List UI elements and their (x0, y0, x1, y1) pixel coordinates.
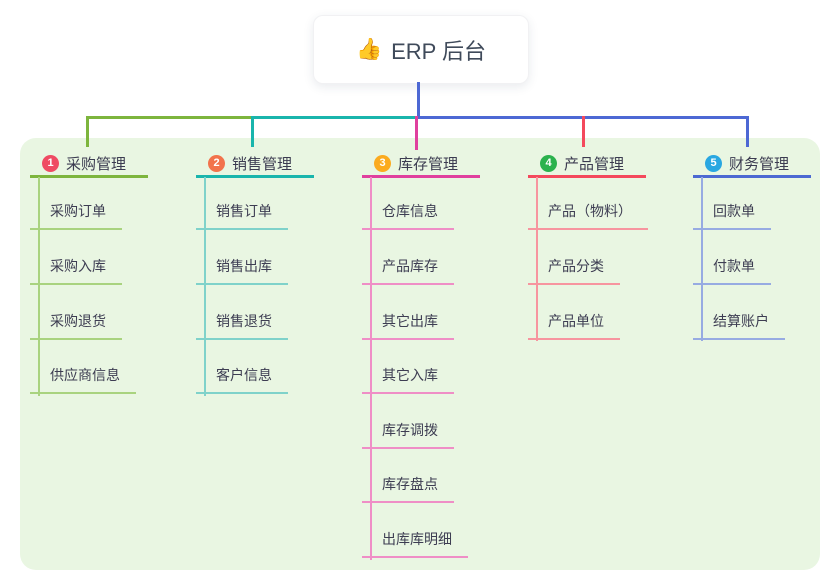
topic-label: 库存管理 (398, 155, 459, 173)
badge-number-2: 2 (208, 154, 225, 172)
subtopic-other-outbound[interactable]: 其它出库 (362, 311, 454, 340)
subtopic-supplier-info[interactable]: 供应商信息 (30, 365, 136, 394)
connector-branch4-drop (582, 116, 585, 147)
subtopic-sales-outbound[interactable]: 销售出库 (196, 256, 288, 285)
branch-product: 4 产品管理 产品（物料） 产品分类 产品单位 (528, 138, 694, 570)
badge-number-1: 1 (42, 154, 59, 172)
branch-inventory: 3 库存管理 仓库信息 产品库存 其它出库 其它入库 库存调拨 库存盘点 出库库… (362, 138, 528, 570)
connector-branch1-horizontal (86, 116, 255, 119)
subtopic-product-category[interactable]: 产品分类 (528, 256, 620, 285)
connector-branch3-drop (415, 116, 418, 150)
thumbs-up-icon: 👍 (355, 38, 383, 61)
subtopic-product-stock[interactable]: 产品库存 (362, 256, 454, 285)
subtopic-warehouse-info[interactable]: 仓库信息 (362, 201, 454, 230)
subtopic-product-unit[interactable]: 产品单位 (528, 311, 620, 340)
root-topic-erp-backend[interactable]: 👍 ERP 后台 (313, 15, 529, 84)
topic-inventory-management[interactable]: 3 库存管理 (362, 148, 480, 178)
badge-number-5: 5 (705, 154, 722, 172)
branch-sales: 2 销售管理 销售订单 销售出库 销售退货 客户信息 (196, 138, 362, 570)
subtopic-outbound-detail[interactable]: 出库库明细 (362, 529, 468, 558)
topic-label: 销售管理 (232, 155, 293, 173)
subtopic-stock-check[interactable]: 库存盘点 (362, 474, 454, 503)
topic-underline (362, 175, 480, 178)
connector-branch1-drop (86, 116, 89, 147)
connector-branch2-drop (251, 116, 254, 147)
branch-spine-line (204, 177, 206, 396)
topic-sales-management[interactable]: 2 销售管理 (196, 148, 314, 178)
subtopic-purchase-order[interactable]: 采购订单 (30, 201, 122, 230)
topic-product-management[interactable]: 4 产品管理 (528, 148, 646, 178)
subtopic-receipt-bill[interactable]: 回款单 (693, 201, 771, 230)
topic-underline (196, 175, 314, 178)
topic-purchase-management[interactable]: 1 采购管理 (30, 148, 148, 178)
badge-number-3: 3 (374, 154, 391, 172)
trunk-connector-line (417, 82, 420, 119)
badge-number-4: 4 (540, 154, 557, 172)
branch-spine-line (38, 177, 40, 396)
topic-finance-management[interactable]: 5 财务管理 (693, 148, 811, 178)
subtopic-other-inbound[interactable]: 其它入库 (362, 365, 454, 394)
topic-underline (528, 175, 646, 178)
topic-label: 财务管理 (729, 155, 790, 173)
subtopic-purchase-inbound[interactable]: 采购入库 (30, 256, 122, 285)
topic-label: 采购管理 (66, 155, 127, 173)
branch-purchase: 1 采购管理 采购订单 采购入库 采购退货 供应商信息 (30, 138, 196, 570)
topic-underline (30, 175, 148, 178)
topic-underline (693, 175, 811, 178)
root-topic-label: ERP 后台 (391, 38, 487, 64)
subtopic-stock-transfer[interactable]: 库存调拨 (362, 420, 454, 449)
subtopic-product-material[interactable]: 产品（物料） (528, 201, 648, 230)
branch-spine-line (536, 177, 538, 341)
subtopic-settlement-account[interactable]: 结算账户 (693, 311, 785, 340)
branch-spine-line (701, 177, 703, 341)
subtopic-payment-bill[interactable]: 付款单 (693, 256, 771, 285)
subtopic-customer-info[interactable]: 客户信息 (196, 365, 288, 394)
subtopic-sales-return[interactable]: 销售退货 (196, 311, 288, 340)
connector-branch2-horizontal (253, 116, 419, 119)
branch-spine-line (370, 177, 372, 560)
connector-branch5-drop (746, 116, 749, 147)
branches-panel (20, 138, 820, 570)
topic-label: 产品管理 (564, 155, 625, 173)
subtopic-purchase-return[interactable]: 采购退货 (30, 311, 122, 340)
subtopic-sales-order[interactable]: 销售订单 (196, 201, 288, 230)
branch-finance: 5 财务管理 回款单 付款单 结算账户 (693, 138, 839, 570)
